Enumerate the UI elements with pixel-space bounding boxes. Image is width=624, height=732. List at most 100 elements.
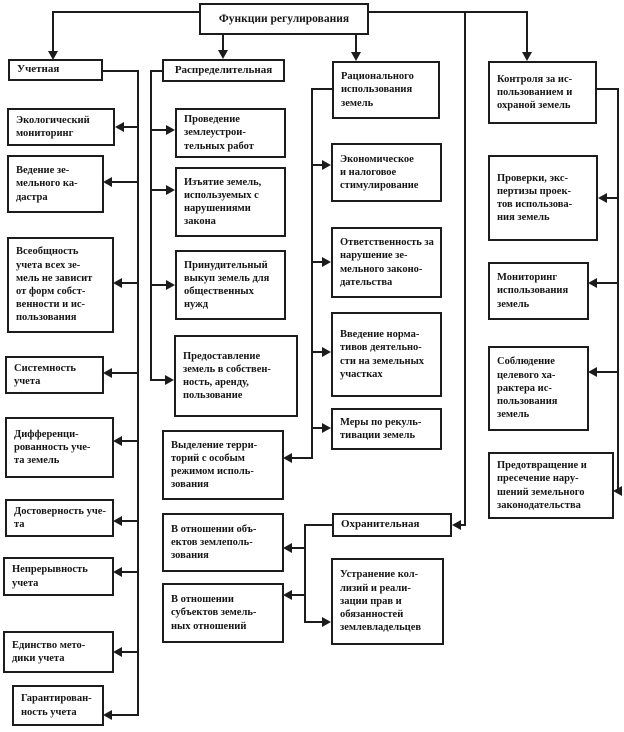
connector-root-to-ratsionalnogo-v: [355, 34, 357, 53]
node-ekonomicheskoe-stimulirovanie: Экономическое и налоговое стимулирование: [331, 143, 442, 202]
connector-to-predostavlenie: [152, 379, 165, 381]
arrowhead-to-okhranitelnaya: [452, 520, 461, 530]
arrowhead-to-ratsionalnogo: [351, 52, 361, 61]
node-prinuditelnyy-vykup: Принудительный выкуп земель для обществе…: [175, 250, 286, 320]
connector-raspredelitelnaya-spine-v: [150, 70, 152, 381]
arrowhead-to-vseobshchnost: [113, 278, 122, 288]
node-garantirovannost-ucheta: Гарантирован- ность учета: [12, 685, 104, 726]
arrowhead-to-predostavlenie: [165, 375, 174, 385]
connector-to-ekonomicheskoe: [313, 164, 322, 166]
arrowhead-to-sistemnost: [103, 368, 112, 378]
arrowhead-to-obekty: [283, 543, 292, 553]
node-vvedenie-normativov: Введение норма- тивов деятельно- сти на …: [331, 312, 442, 397]
connector-to-soblyudenie: [597, 371, 619, 373]
connector-to-sistemnost: [112, 372, 139, 374]
connector-root-right-h: [368, 11, 528, 13]
arrowhead-to-rekultivatsiya: [322, 423, 331, 433]
connector-raspredelitelnaya-spine-h: [150, 70, 164, 72]
node-ratsionalnogo-ispolzovaniya: Рационального использования земель: [332, 61, 440, 119]
arrowhead-to-kontrolya: [522, 52, 532, 61]
arrowhead-to-vydelenie: [283, 453, 292, 463]
arrowhead-to-kadastr: [103, 177, 112, 187]
connector-to-nepreryvnost: [122, 571, 139, 573]
node-subekty-otnosheniy: В отношении субъектов земель- ных отноше…: [162, 583, 284, 643]
node-mery-rekultivatsii: Меры по рекуль- тивации земель: [331, 408, 442, 450]
arrowhead-to-dostovernost: [113, 516, 122, 526]
node-predostavlenie-zemel: Предоставление земель в собствен- ность,…: [174, 335, 298, 417]
node-soblyudenie-tselevogo: Соблюдение целевого ха- рактера ис- поль…: [488, 346, 589, 431]
node-nepreryvnost-ucheta: Непрерывность учета: [3, 557, 114, 596]
node-proverki-ekspertizy: Проверки, экс- пертизы проек- тов исполь…: [488, 155, 598, 241]
connector-root-to-kontrolya-v: [526, 11, 528, 53]
connector-to-kadastr: [112, 181, 139, 183]
connector-okhranitelnaya-spine-h: [304, 524, 332, 526]
connector-to-edinstvo: [122, 651, 139, 653]
connector-to-dostovernost: [122, 520, 139, 522]
connector-to-rekultivatsiya: [313, 427, 322, 429]
connector-to-otvetstvennost: [313, 261, 322, 263]
connector-to-monitoring: [124, 126, 139, 128]
arrowhead-to-ekonomicheskoe: [322, 160, 331, 170]
node-dostovernost-ucheta: Достоверность уче- та: [5, 499, 114, 537]
arrowhead-to-predotvrashchenie: [613, 486, 622, 496]
connector-uchetnaya-spine-v: [137, 70, 139, 716]
connector-kontrolya-spine-v: [617, 88, 619, 492]
connector-kontrolya-spine-h: [596, 88, 619, 90]
connector-to-normativy: [313, 351, 322, 353]
arrowhead-to-garantirovannost: [103, 710, 112, 720]
node-obekty-zemlepolzovaniya: В отношении объ- ектов землеполь- зовани…: [162, 513, 284, 572]
connector-root-left-h: [53, 11, 200, 13]
node-funktsii-regulirovaniya: Функции регулирования: [199, 3, 369, 35]
arrowhead-to-ustranenie: [322, 617, 331, 627]
node-izyatie-zemel: Изъятие земель, используемых с нарушения…: [175, 167, 286, 237]
arrowhead-to-soblyudenie: [588, 367, 597, 377]
connector-to-differentsirovannost: [122, 440, 139, 442]
arrowhead-to-monitoring: [115, 122, 124, 132]
node-predotvrashchenie-narusheniy: Предотвращение и пресечение нару- шений …: [488, 452, 614, 519]
arrowhead-to-edinstvo: [113, 647, 122, 657]
arrowhead-to-provedenie: [166, 125, 175, 135]
arrowhead-to-monitoring-ispolzovaniya: [588, 278, 597, 288]
arrowhead-to-normativy: [322, 347, 331, 357]
connector-uchetnaya-spine-h: [102, 70, 139, 72]
node-ekologicheskiy-monitoring: Экологический мониторинг: [7, 108, 115, 146]
arrowhead-to-vykup: [166, 280, 175, 290]
node-uchetnaya: Учетная: [8, 59, 103, 81]
node-monitoring-ispolzovaniya: Мониторинг использования земель: [488, 262, 589, 320]
node-provedenie-rabot: Проведение землеустрои- тельных работ: [175, 108, 286, 158]
node-kontrolya-za-ispolzovaniem: Контроля за ис- пользованием и охраной з…: [488, 61, 597, 124]
connector-ratsionalnogo-spine-h: [311, 88, 332, 90]
node-differentsirovannost-ucheta: Дифференци- рованность уче- та земель: [5, 417, 114, 478]
node-okhranitelnaya: Охранительная: [332, 513, 452, 537]
connector-to-ustranenie: [304, 621, 322, 623]
connector-to-subekty: [292, 594, 306, 596]
connector-to-garantirovannost: [112, 714, 139, 716]
node-vseobshchnost-ucheta: Всеобщность учета всех зе- мель не завис…: [7, 237, 114, 333]
arrowhead-to-nepreryvnost: [113, 567, 122, 577]
connector-to-monitoring-ispolzovaniya: [597, 282, 619, 284]
connector-to-vydelenie: [292, 457, 313, 459]
connector-to-proverki: [607, 197, 619, 199]
connector-root-to-okhranitelnaya-v: [464, 11, 466, 525]
arrowhead-to-subekty: [283, 590, 292, 600]
connector-ratsionalnogo-spine-v: [311, 88, 313, 459]
connector-root-to-okhranitelnaya-h: [460, 524, 466, 526]
connector-to-vseobshchnost: [122, 282, 139, 284]
arrowhead-to-proverki: [598, 193, 607, 203]
node-ustranenie-kolliziy: Устранение кол- лизий и реали- зации пра…: [331, 558, 444, 645]
node-otvetstvennost-za-narushenie: Ответственность за нарушение зе- мельног…: [331, 227, 442, 298]
node-vydelenie-territoriy: Выделение терри- торий с особым режимом …: [162, 430, 284, 500]
connector-to-obekty: [292, 547, 306, 549]
connector-to-vykup: [152, 284, 166, 286]
connector-okhranitelnaya-spine-v: [304, 524, 306, 623]
node-raspredelitelnaya: Распределительная: [162, 59, 285, 82]
node-sistemnost-ucheta: Системность учета: [5, 356, 104, 394]
arrowhead-to-differentsirovannost: [113, 436, 122, 446]
arrowhead-to-uchetnaya: [48, 51, 58, 60]
node-edinstvo-metodiki: Единство мето- дики учета: [3, 631, 114, 673]
arrowhead-to-raspredelitelnaya: [218, 50, 228, 59]
node-vedenie-kadastra: Ведение зе- мельного ка- дастра: [7, 155, 104, 213]
connector-to-provedenie: [152, 129, 166, 131]
arrowhead-to-otvetstvennost: [322, 257, 331, 267]
connector-to-izyatie: [152, 189, 166, 191]
